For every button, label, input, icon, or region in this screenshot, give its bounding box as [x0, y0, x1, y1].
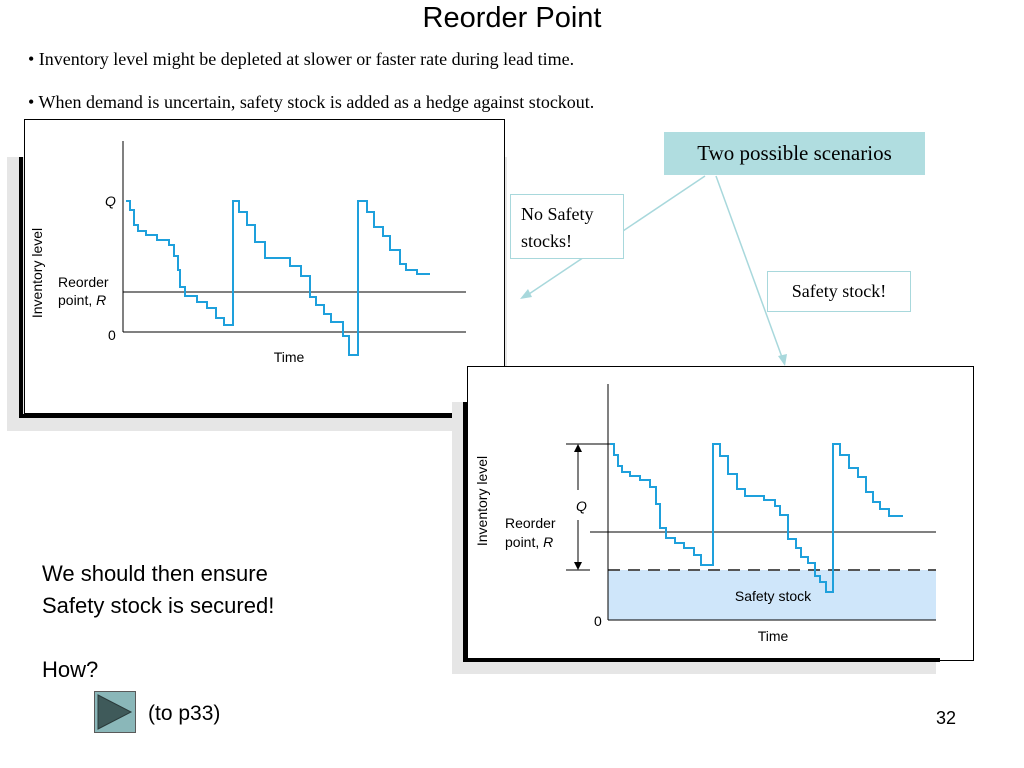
chart2-reorder-label-2: point, R [505, 534, 553, 550]
slide-title: Reorder Point [422, 2, 602, 34]
chart1-frame [19, 157, 507, 418]
chart2-q-label: Q [576, 498, 587, 514]
conclusion-line-3: How? [42, 657, 99, 682]
chart2-safety-stock-label: Safety stock [735, 588, 812, 604]
connector-to-safety [715, 175, 784, 361]
conclusion-text: We should then ensure Safety stock is se… [42, 558, 274, 686]
conclusion-spacer [42, 622, 274, 654]
chart2: Inventory level Q Reorder point, R 0 Saf… [474, 384, 936, 644]
callout-no-safety-line-1: No Safety [521, 204, 594, 224]
chart2-q-arrowhead-up [574, 444, 582, 452]
chart1-inventory-line [126, 200, 430, 356]
chart2-inventory-line [610, 443, 903, 593]
chart1-reorder-label-2: point, R [58, 292, 106, 308]
callout-two-scenarios: Two possible scenarios [664, 132, 925, 175]
chart1-y-label: Inventory level [29, 228, 45, 318]
next-page-link[interactable]: (to p33) [148, 702, 221, 725]
conclusion-line-1: We should then ensure [42, 561, 268, 586]
chart2-zero-label: 0 [594, 613, 602, 629]
connector-arrowhead-safety [778, 354, 787, 366]
bullet-depletion-rate: • Inventory level might be depleted at s… [28, 49, 575, 69]
chart1-q-label: Q [105, 193, 116, 209]
chart1-reorder-label-1: Reorder [58, 274, 109, 290]
next-page-button[interactable] [94, 691, 136, 733]
chart2-q-arrowhead-down [574, 562, 582, 570]
chart2-x-label: Time [758, 628, 789, 644]
callout-no-safety-stock: No Safety stocks! [510, 194, 624, 259]
callout-safety-stock: Safety stock! [767, 271, 911, 312]
bullet-safety-stock: • When demand is uncertain, safety stock… [28, 92, 595, 112]
play-arrow-icon [97, 694, 133, 730]
chart1-card [24, 119, 505, 414]
conclusion-line-2: Safety stock is secured! [42, 593, 275, 618]
chart1-zero-label: 0 [108, 327, 116, 343]
chart2-reorder-label-1: Reorder [505, 515, 556, 531]
chart2-frame [463, 402, 940, 662]
chart1-x-label: Time [274, 349, 305, 365]
callout-no-safety-line-2: stocks! [521, 231, 572, 251]
chart2-y-label: Inventory level [474, 456, 490, 546]
connector-arrowhead-no-safety [520, 289, 532, 299]
chart1: Inventory level Q Reorder point, R 0 Tim… [29, 141, 466, 365]
chart2-safety-stock-area [608, 570, 936, 620]
page-number: 32 [936, 708, 957, 728]
